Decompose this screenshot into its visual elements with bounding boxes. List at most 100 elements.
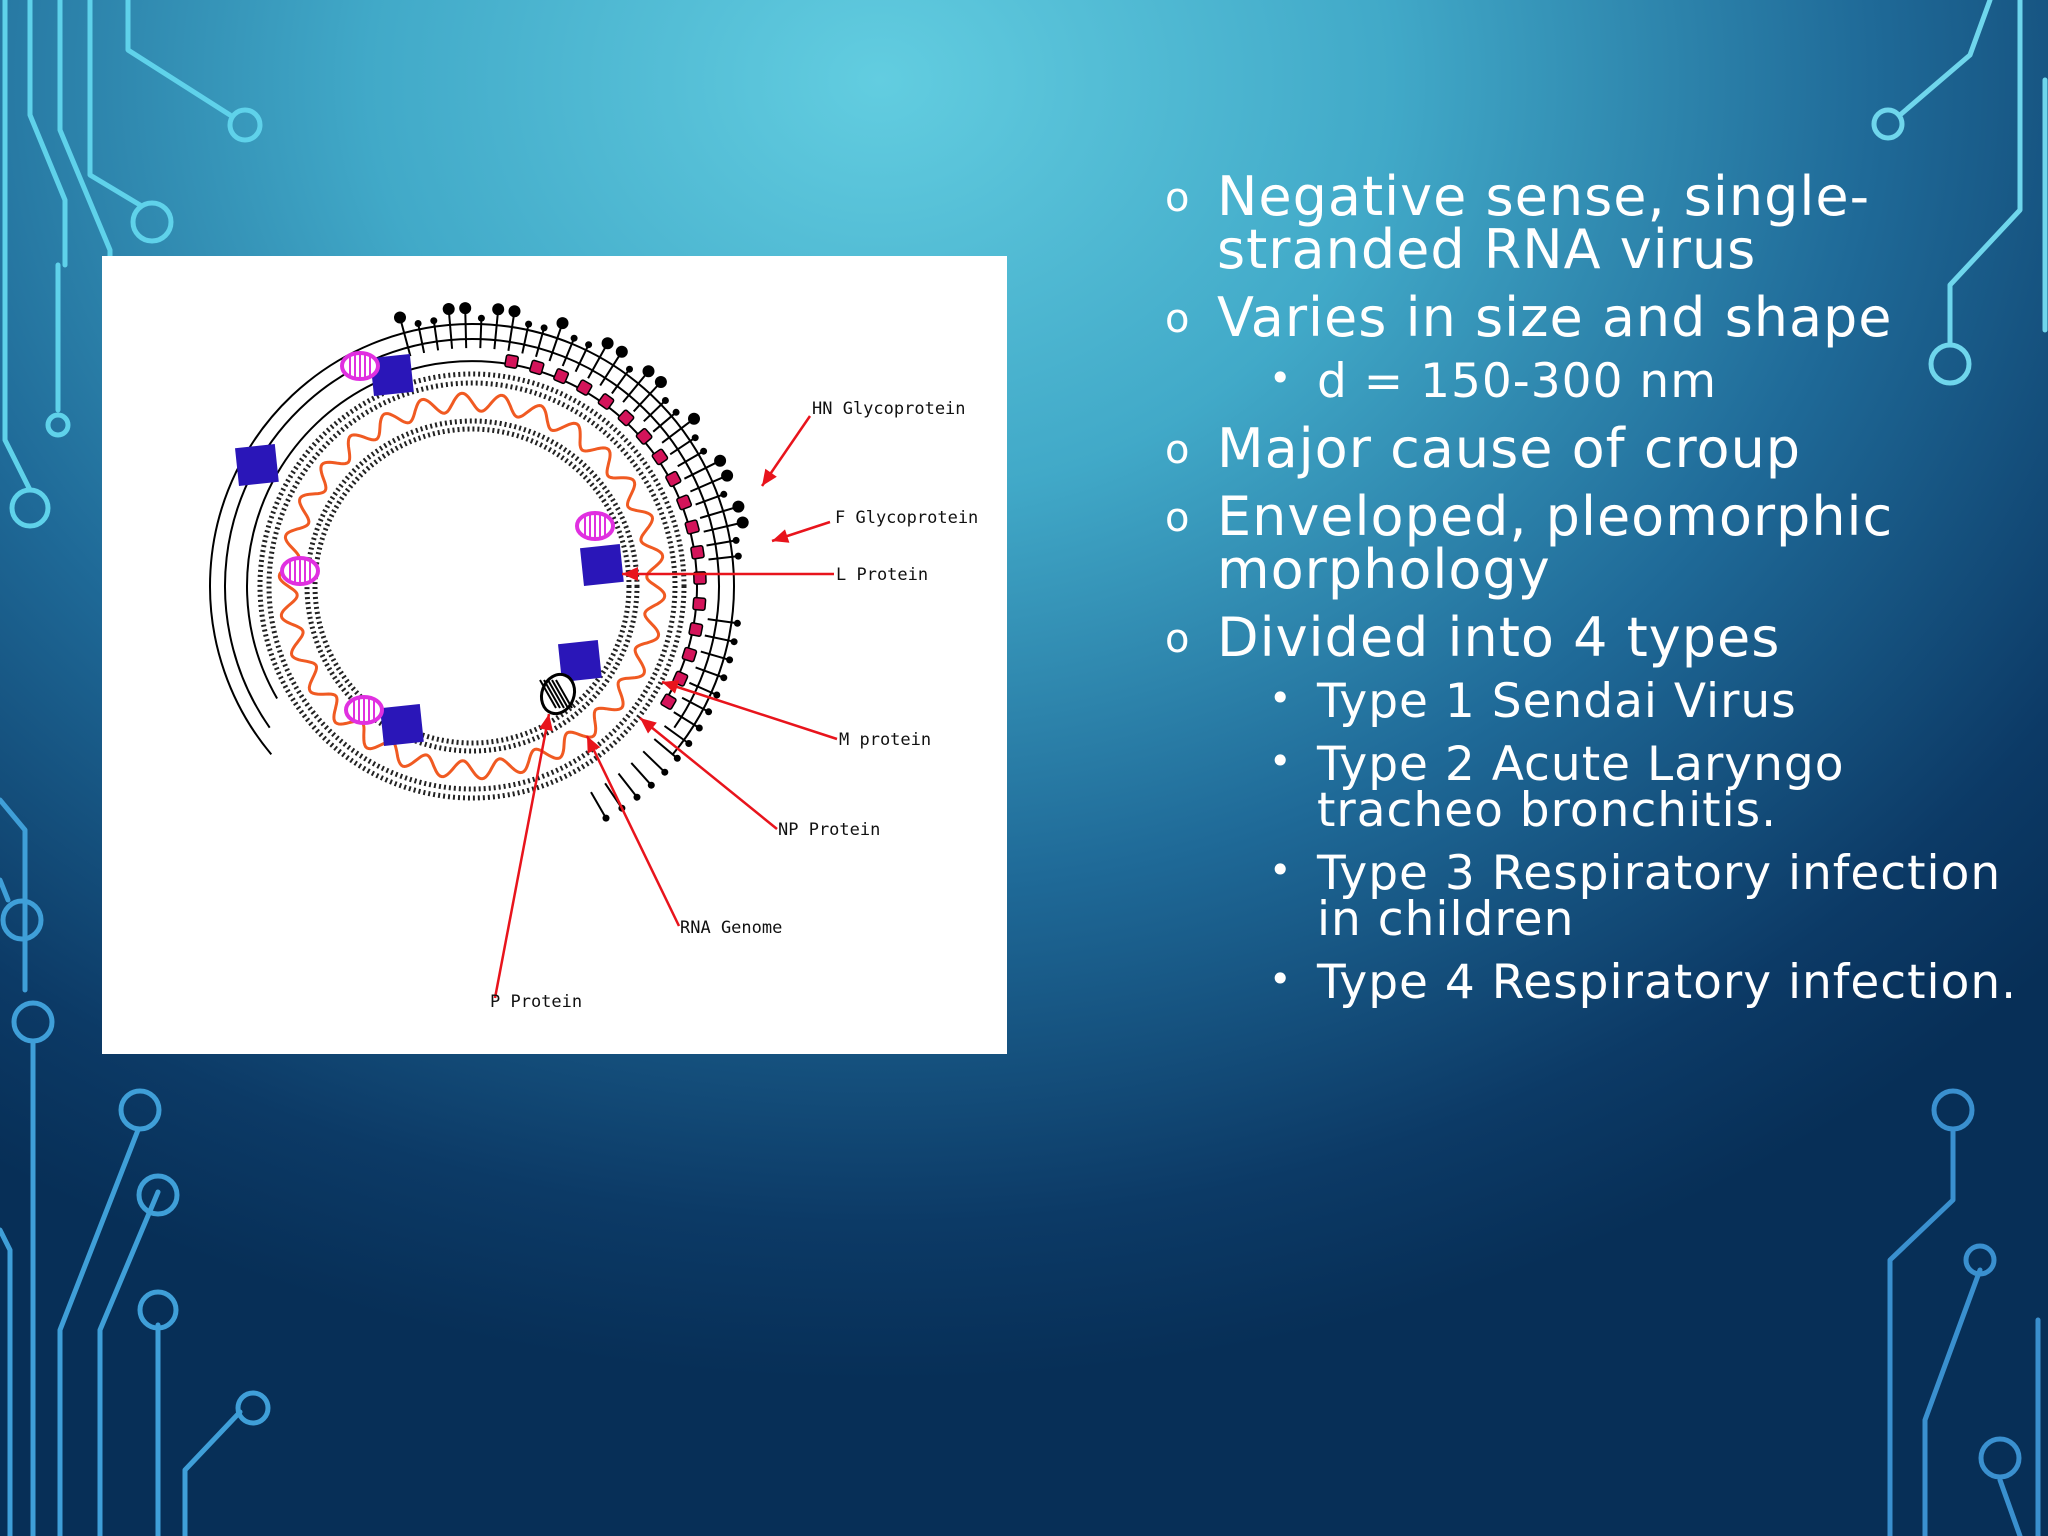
glycoprotein-spike [690,474,728,493]
glycoprotein-head [540,324,548,332]
glycoprotein-spike [707,618,738,625]
arrowhead [772,529,790,543]
glycoprotein-head [691,434,699,442]
sub-bullet-item: •Type 2 Acute Laryngo tracheo bronchitis… [1165,739,2025,834]
glycoprotein-spike [587,342,609,379]
glycoprotein-head [673,754,681,762]
bullet-text: Type 3 Respiratory infection in children [1317,846,2002,947]
m-protein-unit [553,368,570,385]
sub-bullet-item: •Type 3 Respiratory infection in childre… [1165,848,2025,943]
glycoprotein-head [672,408,680,416]
glycoprotein-spike [590,791,607,819]
glycoprotein-spike [417,323,426,354]
m-protein-unit [597,393,615,410]
label-p-protein: P Protein [490,992,582,1012]
glycoprotein-spike [617,772,638,798]
glycoprotein-spike [622,370,650,403]
glycoprotein-head [732,536,740,544]
arrowhead [622,567,638,581]
label-np-protein: NP Protein [778,820,880,840]
glycoprotein-spike [661,417,695,444]
l-protein-unit [370,354,414,396]
bullet-marker: o [1165,495,1191,541]
glycoprotein-spike [699,505,739,519]
glycoprotein-spike [479,318,483,349]
p-protein-hatch [547,679,565,709]
glycoprotein-spike [704,634,735,643]
bullet-marker: • [1269,739,1293,783]
glycoprotein-head [626,365,633,373]
rna-genome-helix [277,391,667,781]
glycoprotein-head [633,793,641,801]
label-hn-glycoprotein: HN Glycoprotein [812,399,966,419]
glycoprotein-spike [548,322,564,362]
glycoprotein-spike [630,762,653,786]
glycoprotein-spike [663,725,690,745]
pointer-arrow [661,680,838,741]
glycoprotein-head [726,656,734,664]
m-protein-unit [617,409,635,427]
label-f-glycoprotein: F Glycoprotein [835,508,978,528]
glycoprotein-head [585,341,593,349]
label-rna-genome: RNA Genome [680,918,782,938]
m-protein-unit [681,646,698,663]
arrowhead [587,736,601,754]
label-l-protein: L Protein [836,565,928,585]
bullet-text: Type 2 Acute Laryngo tracheo bronchitis. [1317,737,1845,838]
glycoprotein-head [721,469,734,482]
glycoprotein-spike [642,750,666,773]
bullet-marker: • [1269,356,1293,400]
glycoprotein-head [730,638,738,646]
glycoprotein-head [556,317,569,330]
arrowhead [539,714,553,731]
glycoprotein-spike [706,539,737,547]
glycoprotein-spike [464,308,468,349]
bullet-marker: • [1269,848,1293,892]
glycoprotein-head [732,500,745,513]
m-protein-unit [688,622,704,637]
m-protein-unit [504,354,519,369]
glycoprotein-spike [683,459,721,480]
glycoprotein-spike [507,311,516,351]
glycoprotein-spike [677,450,705,468]
glycoprotein-spike [708,555,739,561]
sub-bullet-item: •Type 4 Respiratory infection. [1165,957,2025,1006]
glycoprotein-spike [599,351,623,387]
arrowhead [662,680,680,694]
glycoprotein-head [642,365,655,378]
bullet-text: Negative sense, single-stranded RNA viru… [1217,165,1871,281]
m-protein-unit [684,519,700,535]
bullet-marker: o [1165,427,1191,473]
glycoprotein-spike [643,399,667,423]
p-protein-hatch [543,679,561,709]
glycoprotein-spike [653,738,678,760]
virus-diagram-graphic: HN Glycoprotein F Glycoprotein L Protein… [209,302,978,1012]
pointer-arrow [493,713,551,999]
m-protein-unit [651,448,669,466]
bullet-text: d = 150-300 nm [1317,354,1717,409]
bullet-text: Enveloped, pleomorphic morphology [1217,485,1894,601]
glycoprotein-spike [399,317,412,357]
glycoprotein-head [733,619,741,627]
glycoprotein-head [695,724,703,732]
m-protein-unit [692,596,707,611]
glycoprotein-head [601,337,614,350]
bullet-text: Type 1 Sendai Virus [1317,674,1797,729]
glycoprotein-head [714,454,727,467]
virus-diagram: HN Glycoprotein F Glycoprotein L Protein… [102,256,1007,1054]
pointer-arrow [639,717,778,830]
glycoprotein-head [477,314,485,322]
glycoprotein-head [713,691,721,699]
label-m-protein: M protein [839,730,931,750]
glycoprotein-head [492,303,505,316]
l-protein-unit [235,444,279,486]
m-protein-unit [635,428,653,445]
pointer-arrow [585,735,681,927]
m-protein-unit [665,470,682,488]
glycoprotein-head [602,814,610,822]
